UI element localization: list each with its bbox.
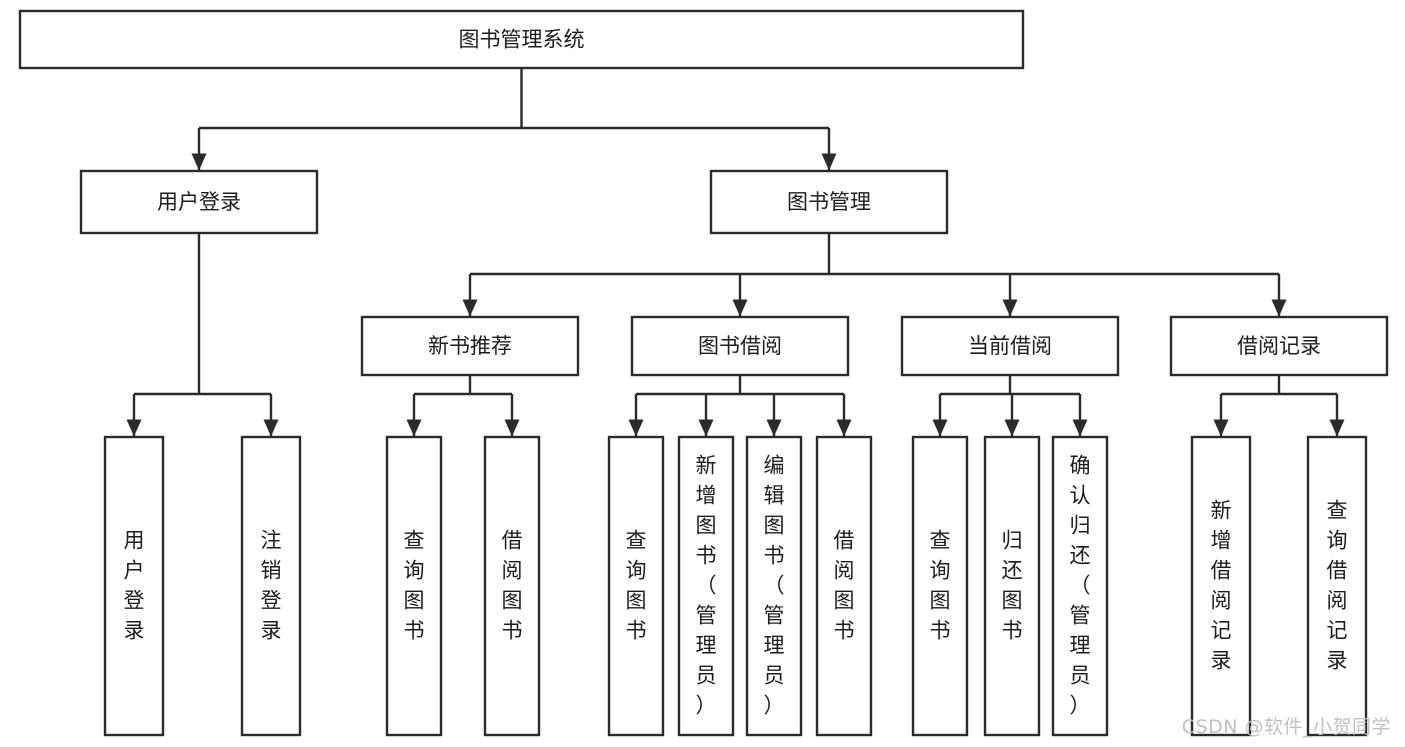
edges-from-user-login (126, 233, 279, 437)
node-box (18, 9, 1025, 70)
edges-from-new-book-recommend (406, 375, 520, 437)
node-new-book-recommend[interactable]: 新书推荐 (360, 315, 580, 377)
node-user-login[interactable]: 用户登录 (79, 169, 319, 235)
arrow-head-icon (766, 419, 782, 437)
node-leaf-confirm-return[interactable]: 确认归还（管理员） (1051, 435, 1109, 737)
node-box (745, 435, 803, 737)
edges-from-root (191, 68, 837, 171)
edges-from-borrow-record (1213, 375, 1345, 437)
node-leaf-user-login[interactable]: 用户登录 (103, 435, 165, 737)
arrow-head-icon (191, 153, 207, 171)
node-label: 归还图书 (1002, 529, 1023, 643)
node-label: 借阅图书 (502, 529, 523, 643)
node-box (483, 435, 541, 737)
edges-from-book-borrow (628, 375, 852, 437)
node-box (1306, 435, 1368, 737)
node-box (983, 435, 1041, 737)
node-book-borrow[interactable]: 图书借阅 (630, 315, 850, 377)
node-label: 图书管理系统 (459, 28, 585, 52)
node-leaf-borrow-book-2[interactable]: 借阅图书 (815, 435, 873, 737)
edges-from-book-manage (462, 233, 1287, 317)
node-box (103, 435, 165, 737)
arrow-head-icon (126, 419, 142, 437)
node-label: 查询图书 (404, 529, 425, 643)
node-leaf-user-logout[interactable]: 注销登录 (240, 435, 302, 737)
node-box (630, 315, 850, 377)
node-label: 确认归还（管理员） (1070, 454, 1091, 718)
node-box (240, 435, 302, 737)
arrow-head-icon (821, 153, 837, 171)
node-box (911, 435, 969, 737)
node-label: 查询借阅记录 (1327, 499, 1348, 673)
node-label: 查询图书 (930, 529, 951, 643)
node-leaf-query-book-1[interactable]: 查询图书 (385, 435, 443, 737)
node-current-borrow[interactable]: 当前借阅 (900, 315, 1120, 377)
node-box (815, 435, 873, 737)
node-label: 用户登录 (124, 529, 145, 643)
node-box (607, 435, 665, 737)
node-label: 借阅记录 (1237, 334, 1321, 358)
node-leaf-edit-book[interactable]: 编辑图书（管理员） (745, 435, 803, 737)
watermark: CSDN @软件_小贺同学 (1181, 716, 1391, 738)
node-leaf-return-book[interactable]: 归还图书 (983, 435, 1041, 737)
node-label: 图书管理 (787, 190, 871, 214)
node-label: 查询图书 (626, 529, 647, 643)
node-box (709, 169, 949, 235)
node-label: 新增借阅记录 (1211, 499, 1232, 673)
arrow-head-icon (1072, 419, 1088, 437)
arrow-head-icon (836, 419, 852, 437)
node-box (79, 169, 319, 235)
arrow-head-icon (698, 419, 714, 437)
arrow-head-icon (932, 419, 948, 437)
arrow-head-icon (1213, 419, 1229, 437)
node-layer: 图书管理系统用户登录图书管理新书推荐图书借阅当前借阅借阅记录用户登录注销登录查询… (18, 9, 1389, 737)
node-label: 图书借阅 (698, 334, 782, 358)
arrow-head-icon (462, 299, 478, 317)
arrow-head-icon (732, 299, 748, 317)
arrow-head-icon (1004, 419, 1020, 437)
node-leaf-add-record[interactable]: 新增借阅记录 (1190, 435, 1252, 737)
edges-from-current-borrow (932, 375, 1088, 437)
node-box (1169, 315, 1389, 377)
node-box (1190, 435, 1252, 737)
arrow-head-icon (1329, 419, 1345, 437)
node-box (360, 315, 580, 377)
arrow-head-icon (406, 419, 422, 437)
arrow-head-icon (1271, 299, 1287, 317)
node-label: 新书推荐 (428, 334, 512, 358)
node-leaf-query-book-2[interactable]: 查询图书 (607, 435, 665, 737)
node-box (900, 315, 1120, 377)
node-box (1051, 435, 1109, 737)
node-box (677, 435, 735, 737)
node-leaf-add-book[interactable]: 新增图书（管理员） (677, 435, 735, 737)
node-leaf-query-book-3[interactable]: 查询图书 (911, 435, 969, 737)
arrow-head-icon (628, 419, 644, 437)
node-book-manage[interactable]: 图书管理 (709, 169, 949, 235)
node-leaf-borrow-book-1[interactable]: 借阅图书 (483, 435, 541, 737)
node-label: 注销登录 (261, 529, 282, 643)
node-label: 编辑图书（管理员） (764, 454, 785, 718)
node-label: 新增图书（管理员） (696, 454, 717, 718)
arrow-head-icon (504, 419, 520, 437)
connector-layer (126, 68, 1345, 437)
node-label: 用户登录 (157, 190, 241, 214)
node-root[interactable]: 图书管理系统 (18, 9, 1025, 70)
node-borrow-record[interactable]: 借阅记录 (1169, 315, 1389, 377)
node-leaf-query-record[interactable]: 查询借阅记录 (1306, 435, 1368, 737)
node-label: 当前借阅 (968, 334, 1052, 358)
node-label: 借阅图书 (834, 529, 855, 643)
arrow-head-icon (1002, 299, 1018, 317)
arrow-head-icon (263, 419, 279, 437)
node-box (385, 435, 443, 737)
